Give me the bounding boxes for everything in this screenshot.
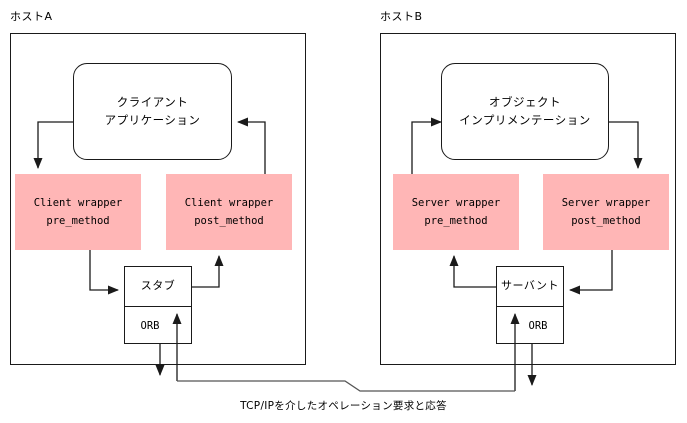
client-wrapper-post-method-box: Client wrapper post_method <box>166 174 292 250</box>
network-caption: TCP/IPを介したオペレーション要求と応答 <box>240 400 447 412</box>
stub-label: スタブ <box>140 279 176 293</box>
object-implementation-label: オブジェクト インプリメンテーション <box>459 94 590 130</box>
host-a-label: ホストA <box>10 10 53 23</box>
client-orb-label: ORB <box>140 319 160 332</box>
host-a-frame <box>10 33 306 365</box>
client-application-line1: クライアント <box>116 94 189 109</box>
client-wrapper-pre-method-box: Client wrapper pre_method <box>15 174 141 250</box>
servant-label: サーバント <box>501 279 559 293</box>
client-wrapper-post-line1: Client wrapper <box>184 196 274 209</box>
host-b-frame <box>380 33 676 365</box>
host-b-label: ホストB <box>380 10 423 23</box>
server-wrapper-post-method-label: Server wrapper post_method <box>562 194 651 231</box>
network-link-tcpip <box>177 380 515 392</box>
client-application-box: クライアント アプリケーション <box>73 63 232 160</box>
client-wrapper-pre-method-label: Client wrapper pre_method <box>34 194 123 231</box>
client-application-line2: アプリケーション <box>104 112 201 127</box>
server-wrapper-pre-line2: pre_method <box>424 215 488 227</box>
server-wrapper-pre-line1: Server wrapper <box>411 196 501 209</box>
object-implementation-box: オブジェクト インプリメンテーション <box>441 63 609 160</box>
server-orb-label: ORB <box>528 319 548 332</box>
object-implementation-line2: インプリメンテーション <box>459 112 591 127</box>
client-wrapper-pre-line2: pre_method <box>46 215 110 227</box>
server-wrapper-post-method-box: Server wrapper post_method <box>543 174 669 250</box>
servant-orb-divider <box>496 306 564 308</box>
client-wrapper-pre-line1: Client wrapper <box>33 196 123 209</box>
client-stub-orb-box <box>124 266 192 344</box>
server-wrapper-post-line1: Server wrapper <box>561 196 651 209</box>
client-stub-orb-divider <box>124 306 192 308</box>
client-wrapper-post-line2: post_method <box>194 215 264 227</box>
servant-orb-box <box>496 266 564 344</box>
server-wrapper-post-line2: post_method <box>571 215 641 227</box>
server-wrapper-pre-method-label: Server wrapper pre_method <box>412 194 501 231</box>
server-wrapper-pre-method-box: Server wrapper pre_method <box>393 174 519 250</box>
client-wrapper-post-method-label: Client wrapper post_method <box>185 194 274 231</box>
object-implementation-line1: オブジェクト <box>489 94 561 109</box>
client-application-label: クライアント アプリケーション <box>105 94 201 130</box>
